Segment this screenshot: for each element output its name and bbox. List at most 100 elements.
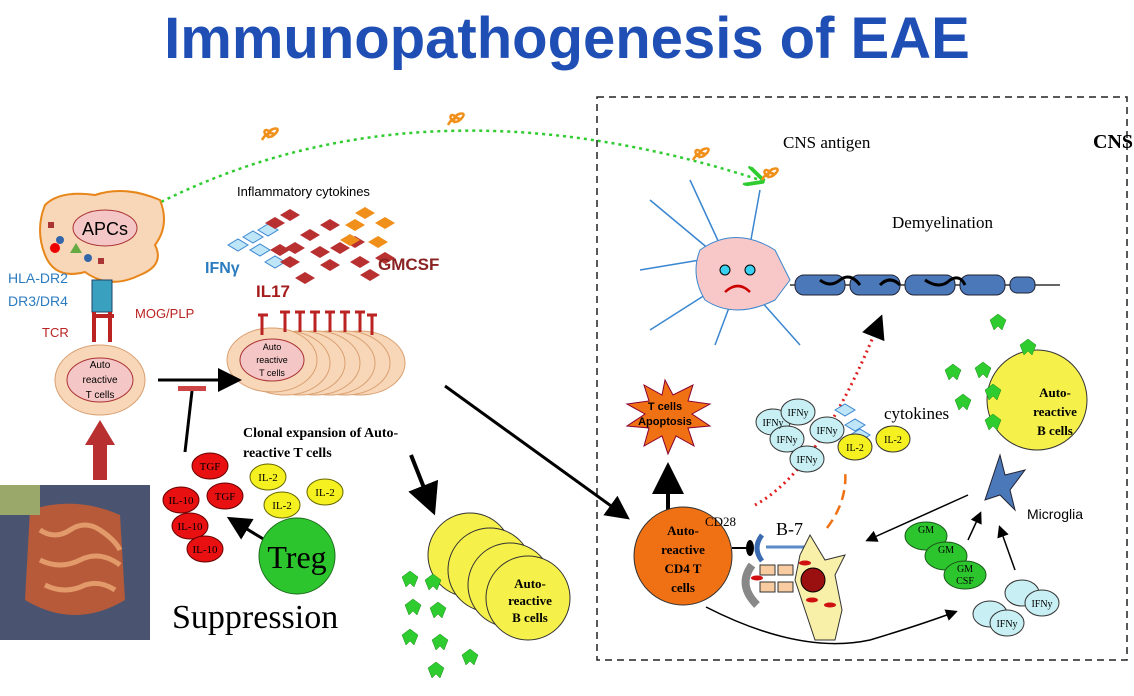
cd28-label: CD28	[705, 514, 736, 529]
treg-label: Treg	[267, 539, 326, 575]
svg-text:IL-2: IL-2	[315, 487, 335, 499]
svg-text:Auto-: Auto-	[514, 576, 546, 591]
treg-secretion-arrow	[226, 516, 266, 542]
migration-arrow	[444, 384, 630, 520]
svg-text:CSF: CSF	[956, 576, 974, 587]
svg-text:IL-2: IL-2	[884, 435, 902, 446]
page-title: Immunopathogenesis of EAE	[164, 6, 970, 71]
cytokine-diamonds	[227, 207, 395, 284]
svg-text:IL-10: IL-10	[177, 521, 203, 533]
svg-text:GM: GM	[918, 525, 934, 536]
il10-molecule: IL-10	[186, 535, 224, 563]
orange-dashed-path	[825, 469, 847, 529]
svg-text:cells: cells	[671, 580, 695, 595]
svg-text:CD4 T: CD4 T	[665, 561, 702, 576]
svg-text:IFNy: IFNy	[762, 418, 783, 429]
svg-text:GM: GM	[938, 545, 954, 556]
svg-text:IL-2: IL-2	[258, 472, 278, 484]
svg-text:TGF: TGF	[215, 491, 236, 503]
inhibition-bar	[178, 386, 206, 391]
svg-text:Auto: Auto	[263, 342, 282, 352]
svg-text:IL-2: IL-2	[272, 500, 292, 512]
cns-box	[596, 96, 1128, 661]
antigen-icons	[260, 112, 779, 181]
mhc-complex	[741, 562, 760, 608]
microglia-label: Microglia	[1027, 506, 1083, 522]
cytokines-label: cytokines	[884, 404, 949, 423]
svg-text:reactive: reactive	[1033, 404, 1077, 419]
tgf-molecule: TGF	[191, 452, 229, 480]
svg-text:T cells: T cells	[259, 368, 285, 378]
apoptosis-label-2: Apoptosis	[638, 416, 692, 428]
microglia-to-apc-arrow	[865, 494, 969, 542]
svg-text:IFNy: IFNy	[996, 619, 1017, 630]
demyelination-label: Demyelination	[892, 213, 994, 232]
svg-text:IFNy: IFNy	[787, 408, 808, 419]
svg-text:reactive: reactive	[508, 593, 552, 608]
il17-label: IL17	[256, 282, 290, 301]
clonal-expansion-label-1: Clonal expansion of Auto-	[243, 426, 399, 441]
b7-label: B-7	[776, 519, 803, 539]
microglia-cell	[984, 453, 1027, 512]
autoreactive-t-cell: Auto reactive T cells	[54, 344, 146, 416]
apc-label: APCs	[82, 219, 128, 239]
cns-label: CNS	[1093, 131, 1133, 153]
antigen-presentation-path	[154, 129, 760, 207]
neuron	[639, 179, 1060, 346]
apoptosis-label-1: T cells	[648, 401, 682, 413]
b-cell-arrow	[408, 454, 439, 516]
tcr-label: TCR	[42, 325, 69, 340]
tgf-molecule: TGF	[206, 482, 244, 510]
svg-text:IL-10: IL-10	[168, 495, 194, 507]
antigen-fragments	[48, 222, 104, 264]
svg-text:IL-10: IL-10	[192, 544, 218, 556]
svg-text:IFNy: IFNy	[776, 435, 797, 446]
il10-molecule: IL-10	[162, 486, 200, 514]
inflammatory-cytokines-label: Inflammatory cytokines	[237, 184, 370, 199]
il2-molecule: IL-2	[249, 463, 287, 491]
gmcsf-to-microglia-arrow	[967, 511, 982, 541]
svg-text:GM: GM	[957, 564, 973, 575]
cns-antigen-label: CNS antigen	[783, 133, 871, 152]
gmcsf-label: GMCSF	[378, 255, 439, 274]
il2-molecule: IL-2	[263, 491, 301, 519]
hla-label-1: HLA-DR2	[8, 270, 68, 286]
svg-text:IFNy: IFNy	[1031, 599, 1052, 610]
il10-molecule: IL-10	[171, 512, 209, 540]
svg-text:IFNy: IFNy	[796, 455, 817, 466]
svg-text:IFNy: IFNy	[816, 426, 837, 437]
svg-text:reactive: reactive	[82, 375, 117, 386]
svg-text:IL-2: IL-2	[846, 443, 864, 454]
apoptosis-starburst	[625, 378, 712, 456]
ifng-label: IFNγ	[205, 260, 240, 277]
svg-text:Auto-: Auto-	[667, 523, 699, 538]
mog-plp-label: MOG/PLP	[135, 306, 194, 321]
svg-text:reactive: reactive	[256, 355, 288, 365]
suppression-label: Suppression	[172, 599, 338, 636]
svg-text:B cells: B cells	[512, 610, 548, 625]
clonal-expansion-label-2: reactive T cells	[243, 446, 332, 461]
b7-receptor	[754, 533, 765, 563]
activation-arrow	[85, 420, 115, 480]
mhc-receptor	[91, 279, 113, 313]
autoreactive-b-cells-periphery: Auto- reactive B cells	[401, 512, 571, 679]
il2-molecule: IL-2	[306, 478, 344, 506]
svg-text:Auto: Auto	[90, 360, 111, 371]
gut-image	[0, 485, 150, 640]
svg-text:Auto-: Auto-	[1039, 385, 1071, 400]
clonal-t-cells: Auto reactive T cells	[226, 310, 406, 396]
svg-text:T cells: T cells	[86, 390, 115, 401]
svg-text:B cells: B cells	[1037, 423, 1073, 438]
tcr-receptor	[92, 312, 114, 342]
autoreactive-b-cell-cns: Auto-reactive B cells	[944, 313, 1088, 451]
hla-label-2: DR3/DR4	[8, 293, 68, 309]
ifny-to-microglia-arrow	[997, 525, 1016, 571]
svg-text:TGF: TGF	[200, 461, 221, 473]
inhibition-line	[183, 390, 194, 453]
cd4-to-cytokine-arrow	[705, 606, 958, 645]
